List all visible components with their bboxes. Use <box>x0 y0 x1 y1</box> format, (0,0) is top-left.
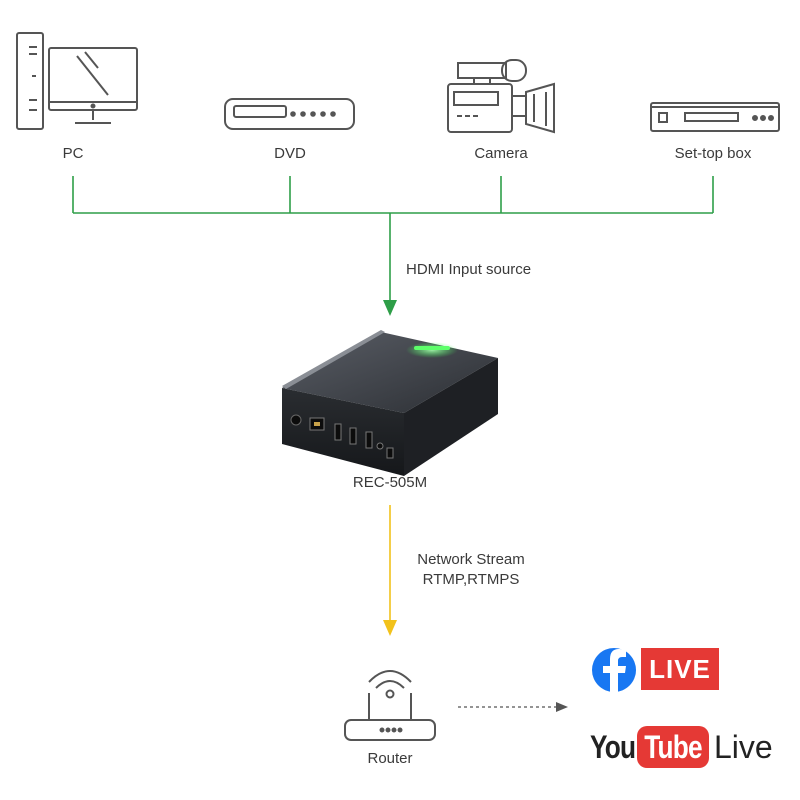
source-label-camera: Camera <box>474 145 528 162</box>
pc-icon <box>16 32 138 130</box>
router-icon <box>344 670 436 741</box>
youtube-you-text: You <box>590 729 636 765</box>
facebook-live-text: LIVE <box>649 654 711 684</box>
router-label: Router <box>367 750 413 767</box>
facebook-live-badge <box>641 648 719 690</box>
hdmi-input-label: HDMI Input source <box>406 261 532 278</box>
device-label: REC-505M <box>352 474 428 491</box>
hdmi-input-connector <box>72 176 714 316</box>
network-stream-connector <box>383 505 397 636</box>
facebook-logo-icon <box>592 648 636 692</box>
set-top-box-icon <box>650 102 780 132</box>
youtube-live-text: Live <box>714 729 773 765</box>
youtube-logo-box <box>637 726 709 768</box>
encoder-device-icon <box>282 330 498 476</box>
stream-arrow <box>458 702 568 712</box>
source-label-set-top-box: Set-top box <box>674 145 752 162</box>
source-label-pc: PC <box>62 145 84 162</box>
protocols-label: RTMP,RTMPS <box>422 571 520 588</box>
network-stream-label: Network Stream <box>417 551 525 568</box>
dvd-player-icon <box>224 98 355 130</box>
youtube-tube-text: Tube <box>644 729 702 765</box>
video-camera-icon <box>447 59 555 134</box>
source-label-dvd: DVD <box>274 145 306 162</box>
